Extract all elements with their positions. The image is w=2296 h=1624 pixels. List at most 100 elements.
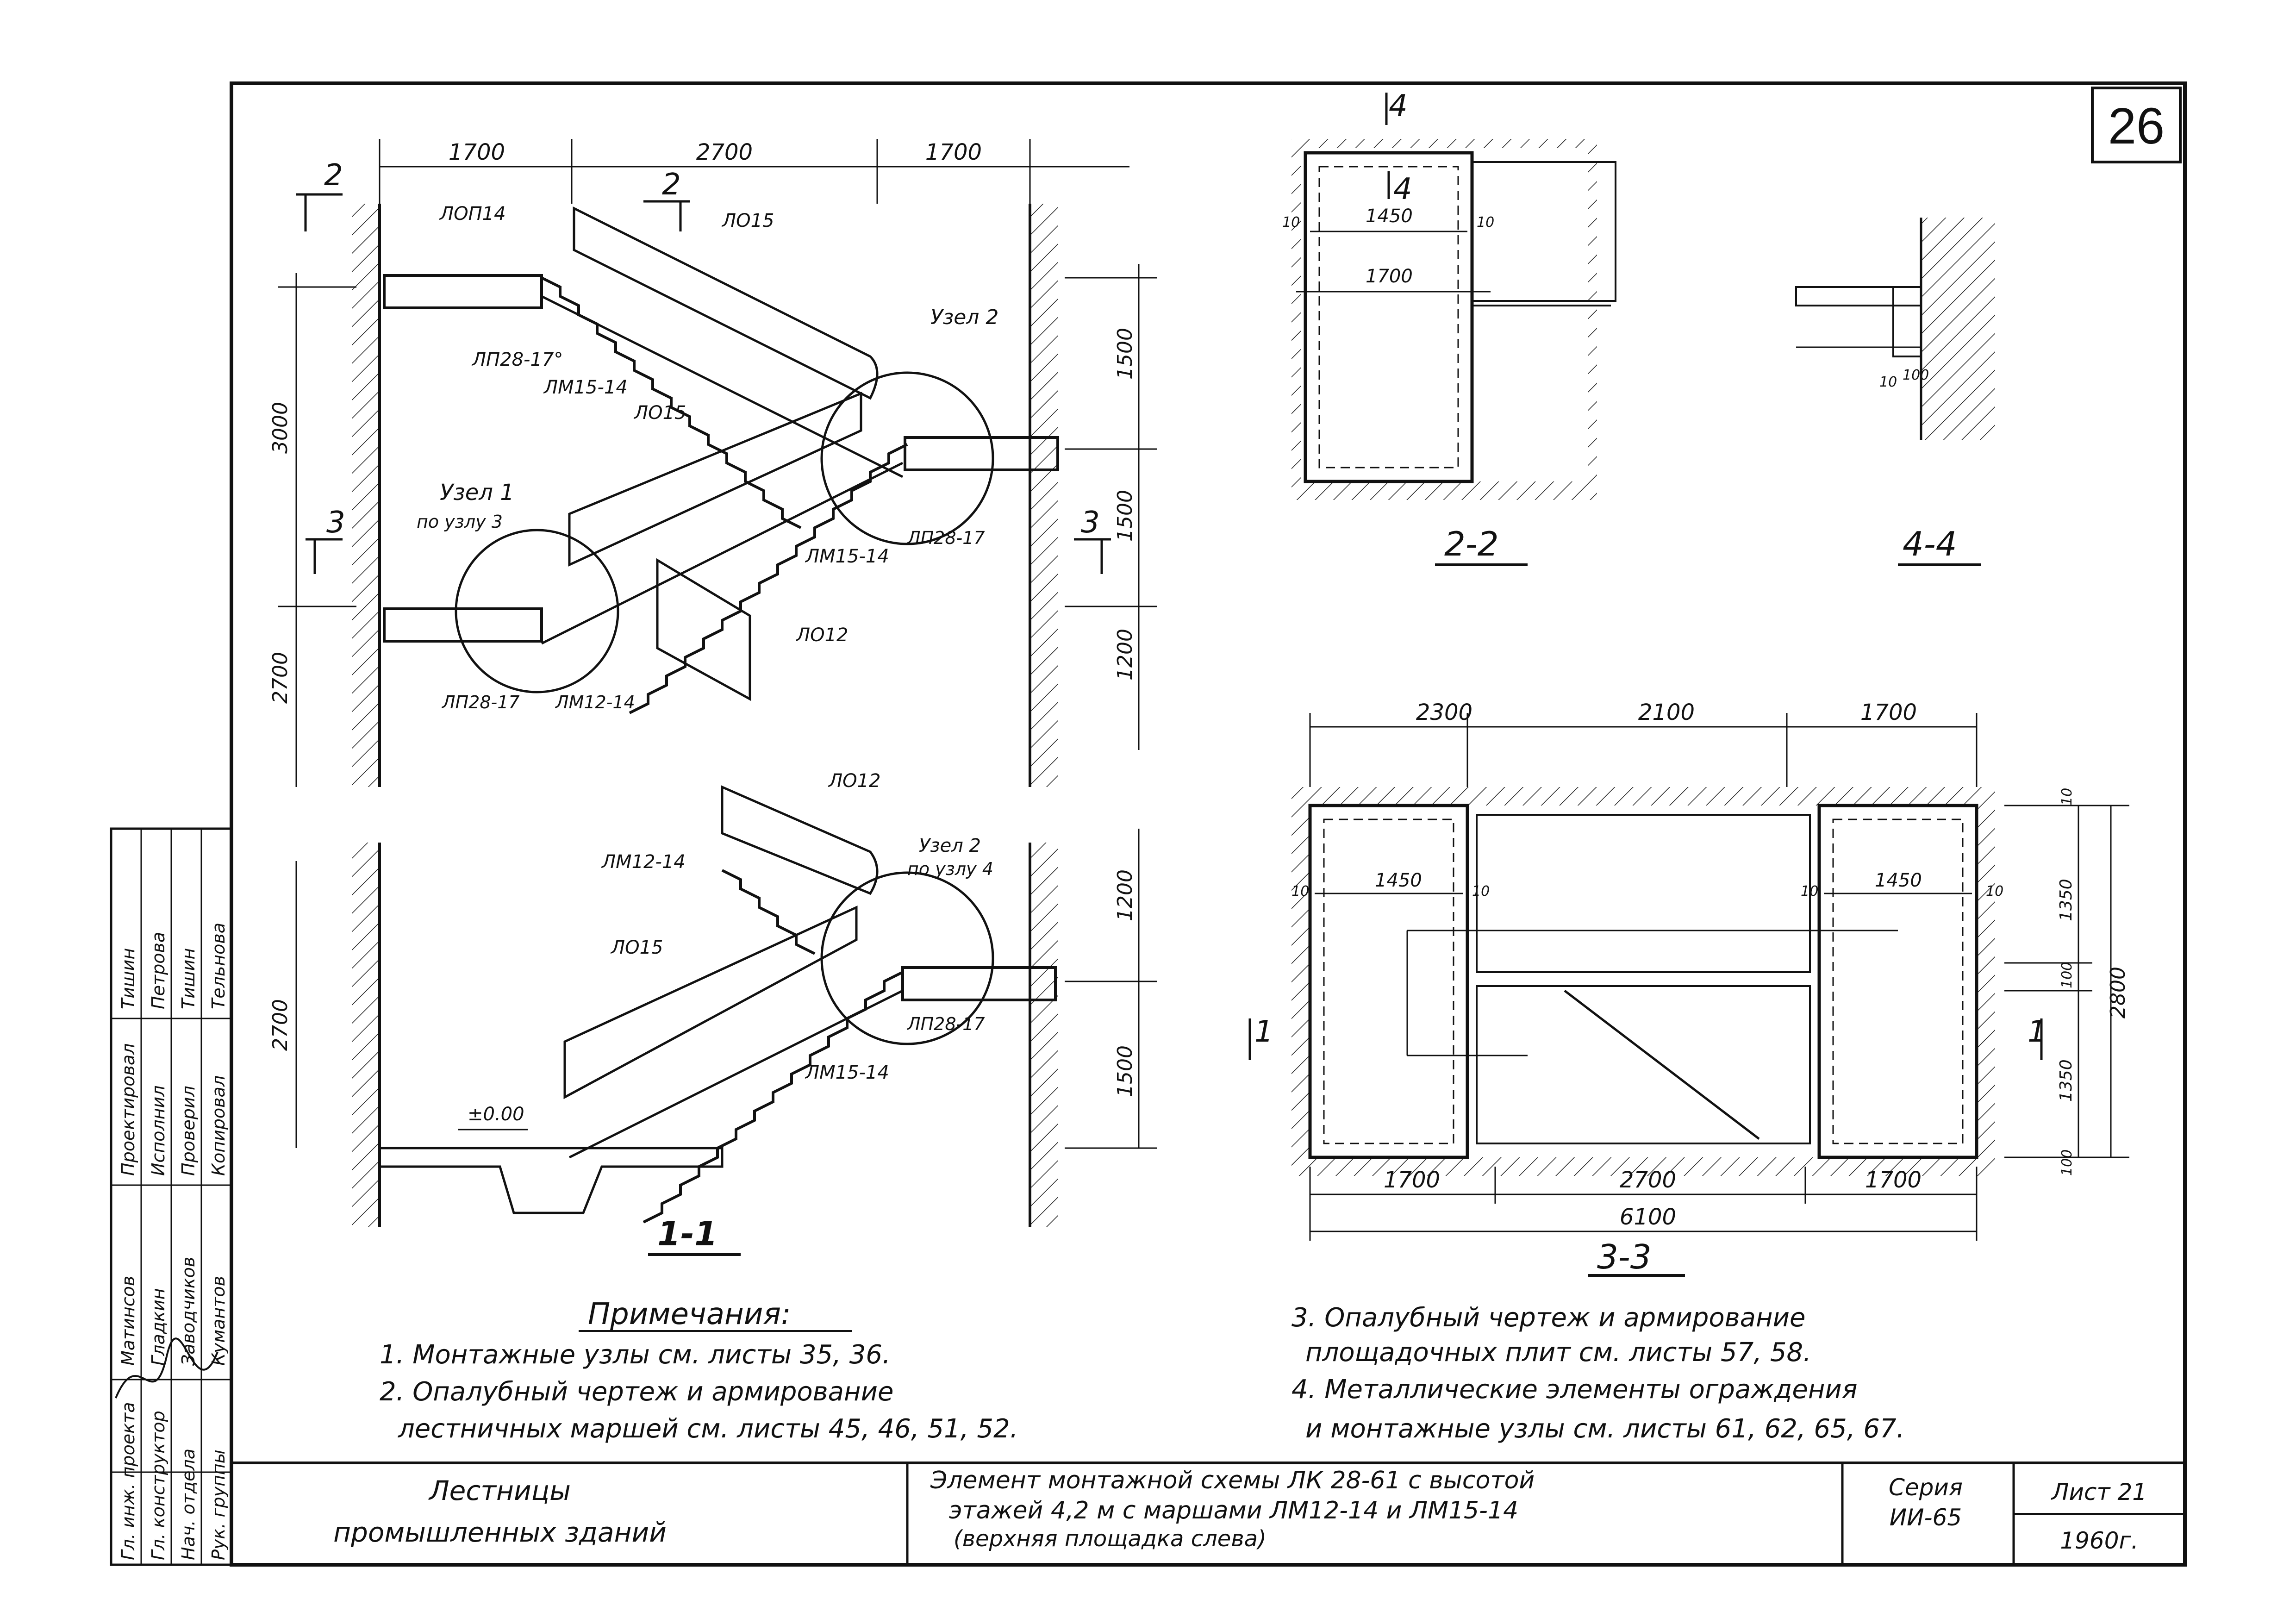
label-lp28-17-a: ЛП28-17 [906,528,985,548]
marker-2-left: 2 [324,158,343,193]
railing-lower [656,558,751,701]
railing-lo12 [721,785,879,895]
section-title-1-1: 1-1 [657,1214,718,1253]
plan33-right-1350-b: 1350 [2057,1059,2076,1102]
dim-top-1: 1700 [449,139,505,165]
plan33-dim-total: 6100 [1620,1204,1676,1230]
stamp-role-1: Гл. инж. проекта [118,1402,138,1560]
object-line-1: Лестницы [428,1475,571,1506]
railing-lo15 [563,906,858,1099]
label-lop14: ЛОП14 [439,203,506,225]
label-lo15-b: ЛО15 [633,402,686,424]
stamp-role2-4: Копировал [208,1075,229,1176]
dim-right-3: 1200 [1113,629,1137,681]
plan-2-2: 1450 1700 10 10 4 4 2-2 [1282,89,1616,566]
stamp-name-1: Матинсов [118,1276,138,1366]
sheet-label: Лист 21 [2051,1479,2147,1505]
plan-3-3: 2300 2100 1700 1700 2700 1700 6100 1450 … [1248,700,2130,1277]
note-4a: 4. Металлические элементы ограждения [1292,1374,1858,1405]
plan22-flight [1471,161,1616,302]
label-lo15-bottom: ЛО15 [610,937,663,958]
sheet-number: 26 [2108,98,2165,155]
dim-left-2: 2700 [268,652,292,704]
plan33-dim-top-1: 2300 [1416,700,1472,725]
plan33-marker-1-right: 1 [2028,1015,2046,1049]
plan22-dim-1700: 1700 [1366,266,1413,287]
railing-upper [573,206,879,400]
bottom-stair-section: ±0.00 2700 1200 1500 ЛО12 ЛМ12-14 Узел 2… [268,770,1157,1256]
flight-lm12-14-1-1 [721,869,816,955]
title-line-2: этажей 4,2 м с маршами ЛМ12-14 и ЛМ15-14 [949,1497,1518,1524]
dim-bottom-left: 2700 [268,999,292,1051]
stamp-role2-3: Проверил [178,1086,199,1176]
stamp-role-2: Гл. конструктор [148,1411,168,1560]
dim-bottom-right-1: 1200 [1113,869,1137,921]
label-lp28-17-bottom: ЛП28-17 [906,1014,985,1034]
stamp-name2-1: Тишин [118,948,138,1009]
wall-right-bottom [1030,843,1058,1227]
plan33-landing-left [1308,804,1469,1159]
plan22-dim-10a: 10 [1282,214,1300,231]
plan33-right-2800: 2800 [2106,967,2130,1018]
flight-lm15-14-lower [629,443,908,714]
title-line-1: Элемент монтажной схемы ЛК 28-61 с высот… [930,1467,1535,1494]
note-3b: площадочных плит см. листы 57, 58. [1305,1337,1811,1368]
label-lo15-a: ЛО15 [721,210,774,231]
plan22-marker-4: 4 [1389,89,1408,123]
plan33-inner-10-c: 10 [1801,883,1818,899]
plan22-marker-4b: 4 [1393,172,1412,206]
label-lp28-17o: ЛП28-17° [471,349,563,370]
stamp-role2-1: Проектировал [118,1043,138,1176]
plan33-flight-lower [1476,985,1811,1144]
plan33-dim-top-2: 2100 [1638,700,1695,725]
title-block: Лестницы промышленных зданий Элемент мон… [333,1467,2147,1554]
label-uzel1: Узел 1 [440,480,514,506]
plan44-wall [1921,218,1995,440]
dim-right-1: 1500 [1113,328,1137,380]
dim-right-2: 1500 [1113,490,1137,542]
plan33-inner-10-a: 10 [1292,883,1309,899]
object-line-2: промышленных зданий [333,1517,667,1548]
plan-4-4: 10 100 4-4 [1795,218,1995,566]
side-stamp: Гл. инж. проекта Гл. конструктор Нач. от… [110,827,233,1566]
plan33-marker-1-left: 1 [1254,1015,1273,1049]
label-lm15-14-bottom: ЛМ15-14 [805,1062,889,1083]
foundation [378,1147,724,1214]
plan22-dim-10b: 10 [1477,214,1494,231]
sheet-frame [230,81,2187,1567]
signature-mark [115,1337,218,1399]
railing-middle [568,392,862,567]
note-2a: 2. Опалубный чертеж и армирование [380,1377,893,1407]
plan33-inner-1450-right: 1450 [1875,870,1922,891]
stamp-name-2: Гладкин [148,1288,168,1366]
wall-left-bottom [352,843,380,1227]
marker-3-left: 3 [326,506,345,540]
plan33-right-10: 10 [2059,788,2075,806]
plan44-dim-10: 10 [1879,374,1897,390]
stamp-name2-2: Петрова [148,932,168,1009]
landing-slab-top-left [383,274,543,309]
notes-title: Примечания: [588,1297,791,1331]
plan22-dim-1450: 1450 [1366,206,1413,227]
section-title-3-3: 3-3 [1597,1237,1652,1276]
sheet-number-box [2091,87,2182,163]
label-lm15-14-b: ЛМ15-14 [805,546,889,567]
node-2-circle [820,371,994,545]
year: 1960г. [2060,1527,2138,1554]
label-pouzlu4: по узлу 4 [907,859,993,879]
stamp-role-3: Нач. отдела [178,1449,199,1560]
notes: Примечания: 1. Монтажные узлы см. листы … [380,1297,1904,1444]
marker-2-mid: 2 [662,168,681,202]
plan33-flight-upper [1476,814,1811,973]
plan33-dim-bottom-3: 1700 [1865,1167,1922,1193]
dim-left-1: 3000 [268,402,292,454]
plan33-dim-bottom-2: 2700 [1620,1167,1676,1193]
note-1: 1. Монтажные узлы см. листы 35, 36. [380,1340,891,1370]
stamp-name-4: Кумантов [208,1276,229,1366]
label-lm12-14: ЛМ12-14 [555,692,635,712]
title-line-3: (верхняя площадка слева) [954,1526,1267,1552]
label-lo12-bottom: ЛО12 [828,770,880,792]
dim-top-2: 2700 [696,139,753,165]
series-label: Серия [1889,1474,1963,1501]
